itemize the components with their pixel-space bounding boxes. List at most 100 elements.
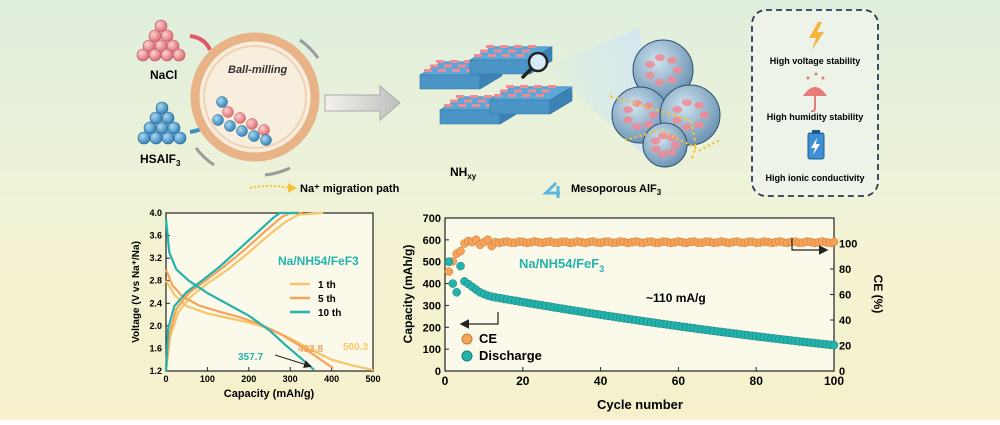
nhxy-pink-domain (494, 49, 502, 53)
sphere-nacl-domain (657, 132, 668, 140)
chart1-legend-label: 10 th (318, 308, 341, 319)
chart1-ytick-label: 4.0 (149, 208, 162, 218)
na-path-dotted (609, 95, 696, 161)
chart1-legend-label: 5 th (318, 294, 336, 305)
chart2-ytick-left-label: 200 (423, 322, 441, 334)
sphere-nacl-domain (666, 148, 677, 156)
nacl-particles (136, 19, 186, 62)
chart2-cell-label: Na/NH54/FeF3 (519, 256, 604, 274)
nhxy-pink-domain (430, 64, 438, 68)
nhxy-pink-domain (458, 104, 466, 107)
nhxy-pink-domain (464, 60, 472, 63)
sphere-nacl-domain (622, 116, 633, 124)
milled-mixture (212, 96, 272, 146)
chart1-discharge-curve-5th (164, 268, 334, 370)
nhxy-pink-domain (514, 89, 522, 93)
sphere-nacl-domain (643, 120, 654, 128)
chart2-ytick-left-label: 0 (435, 366, 441, 378)
ce-point (444, 267, 454, 276)
nacl-arrow (189, 34, 212, 51)
annot-357-7: 357.7 (238, 352, 263, 363)
legend-ce-marker (461, 333, 473, 345)
ball-milling-label: Ball-milling (228, 64, 288, 76)
nhxy-pink-domain (506, 85, 514, 88)
sphere-nacl-domain (672, 66, 683, 74)
chart1-ytick-label: 3.2 (149, 253, 162, 263)
chart2-ytick-right-label: 100 (839, 239, 857, 251)
na-path-legend-icon (249, 183, 297, 193)
nhxy-block-front (419, 74, 481, 90)
chart1-plot-area (165, 212, 374, 372)
chart1-charge-curve-5th (164, 211, 303, 372)
chart2-ytick-right-label: 0 (839, 366, 845, 378)
sphere-nacl-domain (648, 111, 659, 119)
nhxy-pink-domain (470, 95, 478, 98)
ce-point (829, 237, 839, 247)
discharge-point (444, 257, 454, 266)
legend-ce-label: CE (479, 331, 497, 346)
chart2-xtick-label: 0 (442, 374, 449, 388)
chart1-xtick-label: 400 (324, 374, 339, 384)
sphere-nacl-domain (681, 99, 692, 107)
legend-discharge-marker (461, 350, 473, 362)
nhxy-pink-domain (536, 94, 544, 97)
nhxy-pink-domain (522, 49, 530, 53)
nhxy-pink-domain (514, 45, 522, 48)
discharge-point (829, 340, 839, 350)
nhxy-pink-domain (478, 99, 486, 103)
chart1-xtick-label: 200 (241, 374, 256, 384)
mesoporous-legend-icon (542, 181, 560, 198)
chart1-ytick-label: 1.2 (149, 366, 162, 376)
chart2-xtick-label: 60 (672, 374, 686, 388)
sphere-nacl-domain (654, 78, 665, 86)
annot-403-8: 403.8 (298, 344, 323, 355)
chart2-ytick-left-label: 600 (423, 235, 441, 247)
discharge-axis-pointer (459, 312, 499, 329)
nhxy-pink-domain (534, 85, 542, 88)
property-conductivity: High ionic conductivity (765, 173, 864, 183)
chart2-xlabel: Cycle number (597, 397, 683, 412)
chart1-discharge-curve-10th (164, 218, 315, 371)
sphere-nacl-domain (672, 105, 683, 113)
nhxy-pink-domain (500, 89, 508, 93)
nhxy-pink-domain (458, 64, 466, 68)
ball-milling-jar (190, 32, 320, 177)
chart2-ytick-left-label: 300 (423, 300, 441, 312)
chart1-xtick-label: 500 (365, 374, 380, 384)
nhxy-pink-domain (484, 95, 492, 98)
sphere-nacl-domain (671, 116, 682, 124)
sphere-nacl-domain (645, 60, 656, 68)
sphere-nacl-domain (670, 141, 681, 149)
nhxy-pink-domain (474, 54, 482, 57)
chart1-title: Na/NH54/FeF3 (278, 254, 359, 268)
chart2-ylabel-right: CE (%) (871, 275, 885, 314)
porous-sphere (642, 122, 688, 168)
battery-icon (807, 130, 825, 160)
nacl-label: NaCl (150, 68, 177, 82)
hsalf3-particles (137, 101, 187, 145)
nhxy-block-side (549, 86, 573, 115)
annot-500-3: 500.3 (343, 342, 368, 353)
ce-axis-pointer (791, 238, 829, 255)
sphere-nacl-domain (650, 137, 661, 145)
process-arrow (324, 84, 401, 122)
chart2-ytick-left-label: 100 (423, 344, 441, 356)
sphere-nacl-domain (681, 123, 692, 131)
nhxy-pink-domain (486, 45, 494, 48)
chart2-ytick-right-label: 20 (839, 341, 851, 353)
nhxy-pink-domain (488, 54, 496, 57)
chart2-xtick-label: 80 (750, 374, 764, 388)
nhxy-pink-domain (424, 69, 432, 72)
nhxy-pink-domain (452, 69, 460, 72)
porous-spheres (611, 39, 721, 168)
nhxy-pink-domain (508, 49, 516, 53)
hsalf3-label: HSAlF3 (140, 152, 181, 168)
chart1-legend-label: 1 th (318, 280, 336, 291)
chart1-ytick-label: 2.0 (149, 321, 162, 331)
magnifier-icon (521, 51, 549, 79)
chart1-charge-curve-1th (164, 211, 324, 372)
nhxy-pink-domain (456, 95, 464, 98)
